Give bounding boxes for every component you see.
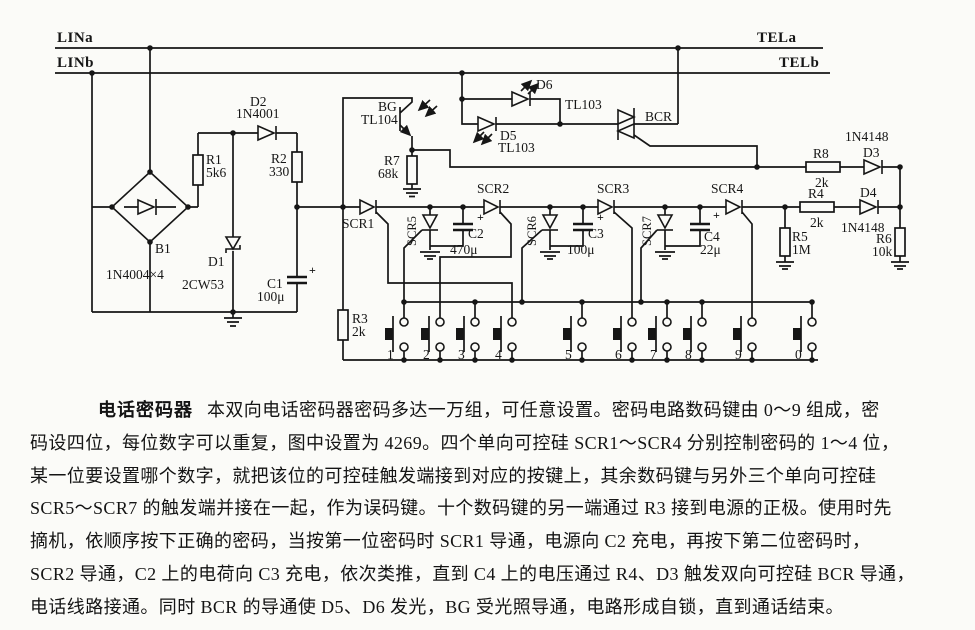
label-c3-value: 100μ [567, 242, 595, 257]
label-d4: D4 [860, 185, 877, 200]
label-d2: D2 [250, 94, 267, 109]
key-digit-6: 6 [615, 347, 622, 362]
description-line-text: 本双向电话密码器密码多达一万组，可任意设置。密码电路数码键由 0～9 组成，密 [207, 400, 880, 420]
label-r6-value: 10k [872, 244, 893, 259]
description-line: SCR2 导通，C2 上的电荷向 C3 充电，依次类推，直到 C4 上的电压通过… [30, 563, 915, 584]
description-text: 电话密码器本双向电话密码器密码多达一万组，可任意设置。密码电路数码键由 0～9 … [30, 394, 948, 624]
label-c1-value: 100μ [257, 289, 285, 304]
triac-bcr [612, 48, 758, 167]
label-linb: LINb [57, 55, 94, 71]
label-d5-value: TL103 [498, 140, 535, 155]
label-scr6: SCR6 [525, 216, 539, 246]
label-r5: R5 [792, 229, 808, 244]
label-bg: BG [378, 99, 397, 114]
circuit-diagram: LINa LINb TELa TELb B1 1N4004×4 D1 2CW53… [55, 30, 909, 363]
label-d6-value: TL103 [565, 97, 602, 112]
label-r4: R4 [808, 186, 824, 201]
key-digit-7: 7 [650, 347, 657, 362]
label-scr5: SCR5 [405, 216, 419, 246]
description-line: 电话线路接通。同时 BCR 的导通使 D5、D6 发光，BG 受光照导通，电路形… [30, 596, 844, 617]
label-d1-value: 2CW53 [182, 277, 224, 292]
keypad-section [337, 207, 818, 361]
power-supply-section [91, 48, 307, 327]
key-digit-0: 0 [795, 347, 802, 362]
label-d3: D3 [863, 145, 880, 160]
label-scr4: SCR4 [711, 181, 744, 196]
label-c1: C1 [267, 276, 283, 291]
label-b1: B1 [155, 241, 171, 256]
label-r1-value: 5k6 [206, 165, 227, 180]
c4-polarity: + [713, 208, 720, 222]
description-line: 某一位要设置哪个数字，就把该位的可控硅触发端接到对应的按键上，其余数码键与另外三… [30, 465, 877, 486]
label-d3-type: 1N4148 [845, 129, 889, 144]
c2-polarity: + [477, 210, 484, 224]
label-c4: C4 [704, 229, 720, 244]
label-d2-value: 1N4001 [236, 106, 280, 121]
label-r6: R6 [876, 231, 892, 246]
c3-polarity: + [597, 210, 604, 224]
label-c2-value: 470μ [450, 242, 478, 257]
label-tela: TELa [757, 30, 797, 46]
telephone-line-rails [55, 47, 830, 74]
label-lina: LINa [57, 30, 93, 46]
label-r4-value: 2k [810, 215, 824, 230]
optocoupler-latch-section [342, 48, 806, 207]
key-digit-9: 9 [735, 347, 742, 362]
key-digit-5: 5 [565, 347, 572, 362]
label-b1-value: 1N4004×4 [106, 267, 164, 282]
c1-polarity: + [309, 263, 316, 277]
label-telb: TELb [779, 55, 819, 71]
label-bg-value: TL104 [361, 112, 398, 127]
label-r2: R2 [271, 151, 287, 166]
key-digit-1: 1 [387, 347, 394, 362]
label-d5: D5 [500, 128, 517, 143]
label-scr3: SCR3 [597, 181, 630, 196]
description-line: 摘机，依顺序按下正确的密码，当按第一位密码时 SCR1 导通，电源向 C2 充电… [30, 531, 871, 552]
label-r7-value: 68k [378, 166, 399, 181]
label-r8: R8 [813, 146, 829, 161]
key-digit-3: 3 [458, 347, 465, 362]
label-r7: R7 [384, 153, 400, 168]
label-r3-value: 2k [352, 324, 366, 339]
label-scr2: SCR2 [477, 181, 509, 196]
label-bcr: BCR [645, 109, 672, 124]
label-r1: R1 [206, 152, 222, 167]
description-line: SCR5～SCR7 的触发端并接在一起，作为误码键。十个数码键的另一端通过 R3… [30, 498, 892, 519]
label-d6: D6 [536, 77, 553, 92]
label-r2-value: 330 [269, 164, 290, 179]
key-digit-4: 4 [495, 347, 502, 362]
key-digit-8: 8 [685, 347, 692, 362]
label-scr1: SCR1 [342, 216, 374, 231]
label-scr7: SCR7 [640, 216, 654, 246]
label-c3: C3 [588, 226, 604, 241]
key-digit-2: 2 [423, 347, 430, 362]
description-title: 电话密码器 [98, 400, 193, 420]
label-r8-value: 2k [815, 175, 829, 190]
label-r3: R3 [352, 311, 368, 326]
label-r5-value: 1M [792, 242, 811, 257]
pushbutton-contacts [385, 317, 817, 352]
label-d4-type: 1N4148 [841, 220, 885, 235]
description-line: 电话密码器本双向电话密码器密码多达一万组，可任意设置。密码电路数码键由 0～9 … [30, 394, 948, 427]
label-c2: C2 [468, 226, 484, 241]
label-d1: D1 [208, 254, 225, 269]
junction-dots [89, 45, 903, 363]
description-line: 码设四位，每位数字可以重复，图中设置为 4269。四个单向可控硅 SCR1～SC… [30, 432, 900, 453]
label-c4-value: 22μ [700, 242, 721, 257]
